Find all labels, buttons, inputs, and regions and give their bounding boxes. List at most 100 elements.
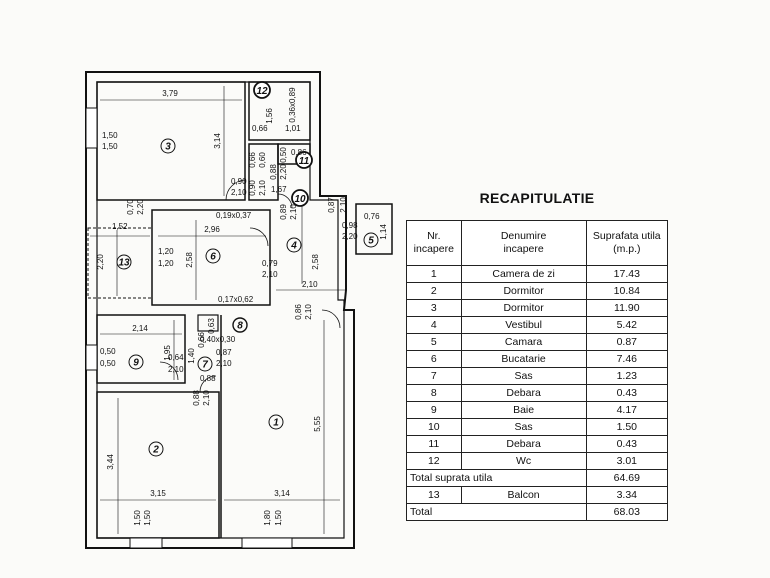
- dim-label: 0,66: [197, 332, 206, 348]
- window-room-2: [129, 537, 163, 549]
- header-area: Suprafata utila(m.p.): [585, 220, 669, 266]
- dim-label: 0,86: [294, 304, 303, 320]
- dim-label: 2,58: [311, 254, 320, 270]
- dim-label: 0,88: [200, 374, 216, 383]
- dim-label: 1,14: [379, 224, 388, 240]
- room-6-outline: [151, 209, 271, 306]
- window-room-9: [85, 344, 98, 371]
- dim-label: 5,55: [313, 416, 322, 432]
- balcony-area: 3.34: [585, 486, 669, 504]
- dim-label: 0,89: [279, 204, 288, 220]
- balcony-row: 13 Balcon 3.34: [406, 486, 669, 504]
- walls: [85, 71, 393, 549]
- dim-label: 0,50: [100, 359, 116, 368]
- dim-label: 2,10: [304, 304, 313, 320]
- room-number-8: 8: [237, 321, 243, 332]
- dim-label: 0,50: [279, 147, 288, 163]
- dim-label: 0,98: [342, 221, 358, 230]
- dim-label: 3,79: [162, 89, 178, 98]
- room-number-12: 12: [256, 86, 268, 97]
- dim-label: 2,96: [204, 225, 220, 234]
- room-13-outline: [87, 227, 153, 299]
- dim-label: 0,90: [231, 177, 247, 186]
- dim-label: 3,14: [274, 489, 290, 498]
- total-area: 68.03: [585, 503, 669, 521]
- room-12-outline: [248, 81, 311, 141]
- dim-label: 2,10: [258, 180, 267, 196]
- room-number-1: 1: [273, 418, 279, 429]
- room-number-7: 7: [202, 360, 208, 371]
- dim-label: 2,10: [339, 197, 348, 213]
- dim-label: 0,64: [168, 353, 184, 362]
- dim-label: 1,50: [143, 510, 152, 526]
- dim-label: 0,76: [364, 212, 380, 221]
- dim-label: 2,10: [231, 188, 247, 197]
- dim-label: 1,20: [158, 259, 174, 268]
- dim-label: 0,63: [207, 318, 216, 334]
- dim-label: 0,88: [192, 390, 201, 406]
- dim-label: 1,01: [285, 124, 301, 133]
- total-useful-row: Total suprata utila 64.69: [406, 469, 669, 487]
- room-number-11: 11: [299, 156, 310, 167]
- dim-label: 1,20: [158, 247, 174, 256]
- dim-label: 3,15: [150, 489, 166, 498]
- dim-label: 1,95: [163, 345, 172, 361]
- room-number-4: 4: [290, 241, 297, 252]
- dim-label: 1,50: [102, 142, 118, 151]
- dim-label: 0,79: [262, 259, 278, 268]
- dim-label: 2,10: [202, 390, 211, 406]
- dim-label: 2,10: [168, 365, 184, 374]
- recap-title: RECAPITULATIE: [479, 190, 595, 206]
- dim-label: 0,87: [216, 348, 232, 357]
- room-number-10: 10: [294, 194, 306, 205]
- dim-label: 0,50: [100, 347, 116, 356]
- room-5-outline: [355, 203, 393, 255]
- outer-wall: [85, 71, 355, 549]
- window-room-3: [85, 107, 98, 149]
- dim-label: 0,88: [269, 164, 278, 180]
- room-number-13: 13: [118, 258, 130, 269]
- dim-label: 1,50: [274, 510, 283, 526]
- total-row: Total 68.03: [406, 503, 669, 521]
- dim-label: 1,50: [102, 131, 118, 140]
- room-number-3: 3: [165, 142, 171, 153]
- dim-label: 0,60: [258, 152, 267, 168]
- dim-label: 0,66: [252, 124, 268, 133]
- dim-label: 0,86: [291, 148, 307, 157]
- header-nr: Nr.incapere: [406, 220, 462, 266]
- dim-label: 1,67: [271, 185, 287, 194]
- room-number-2: 2: [152, 445, 159, 456]
- dim-label: 1,50: [133, 510, 142, 526]
- dim-label: 2,10: [302, 280, 318, 289]
- dim-label: 1,52: [112, 222, 128, 231]
- room-2-outline: [96, 391, 220, 539]
- total-useful-label: Total suprata utila: [406, 469, 587, 487]
- room-8-outline: [197, 314, 219, 332]
- total-label: Total: [406, 503, 587, 521]
- dim-label: 2,10: [262, 270, 278, 279]
- dim-label: 2,10: [216, 359, 232, 368]
- dim-label: 1,40: [187, 348, 196, 364]
- balcony-nr: 13: [406, 486, 462, 504]
- room-10-outline: [248, 143, 279, 201]
- dim-label: 0,70: [126, 199, 135, 215]
- dim-label: 2,14: [132, 324, 148, 333]
- dim-label: 0,36x0,89: [288, 87, 297, 123]
- room-number-5: 5: [368, 236, 374, 247]
- dim-label: 2,10: [289, 204, 298, 220]
- room-number-9: 9: [133, 358, 139, 369]
- dim-label: 1,56: [265, 108, 274, 124]
- balcony-name: Balcon: [460, 486, 587, 504]
